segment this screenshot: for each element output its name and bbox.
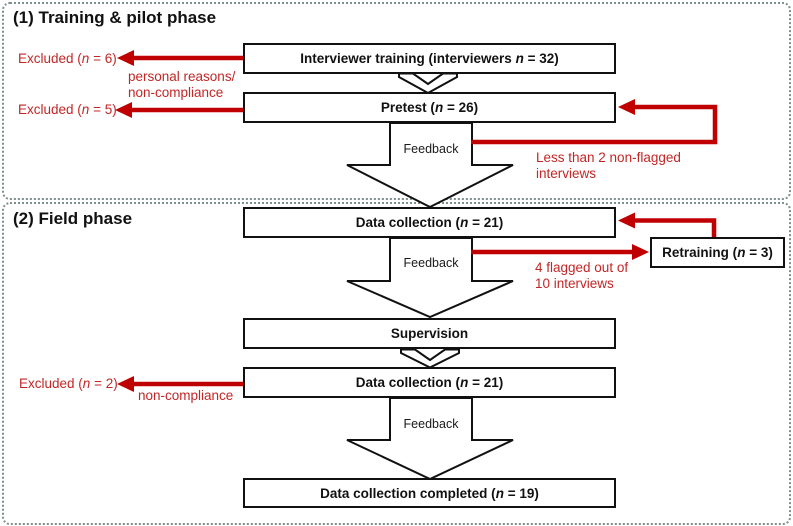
n-symbol: n <box>515 51 524 66</box>
excluded-text: = 6) <box>89 51 117 66</box>
label-feedback-2: Feedback <box>403 256 459 270</box>
box-pretest: Pretest (n = 26) <box>243 92 616 123</box>
phase-2-title: (2) Field phase <box>13 209 133 228</box>
box-label: Interviewer training (interviewers <box>300 51 516 66</box>
excluded-2-arrowhead-icon <box>117 376 134 392</box>
label-exclusion-reason-2: non-compliance <box>138 388 234 403</box>
box-label: Supervision <box>390 326 469 341</box>
box-label: Data collection ( <box>355 215 461 230</box>
feedback-block-arrow-2-icon <box>346 237 514 319</box>
feedback-block-arrow-1-icon <box>346 122 514 209</box>
n-symbol: n <box>434 100 444 115</box>
label-exclusion-reason-1: personal reasons/non-compliance <box>128 69 235 101</box>
box-label: Data collection ( <box>355 375 461 390</box>
excluded-text: Excluded ( <box>18 102 82 117</box>
reason-line-2: non-compliance <box>128 85 224 100</box>
down-arrow-small-2-icon <box>400 348 460 369</box>
box-data-collection-completed: Data collection completed (n = 19) <box>243 478 616 508</box>
training-pilot-phase-panel <box>2 2 791 200</box>
phase-1-title: (1) Training & pilot phase <box>13 8 217 27</box>
box-label: = 21) <box>468 215 504 230</box>
n-symbol: n <box>81 51 90 66</box>
flag-note-line-1: 4 flagged out of <box>535 260 629 275</box>
n-symbol: n <box>82 376 91 391</box>
retraining-return-arrowhead-icon <box>618 212 635 229</box>
box-label: = 3) <box>745 245 773 260</box>
pretest-loop-arrow-line <box>471 104 718 145</box>
pretest-loop-arrowhead-icon <box>618 99 635 115</box>
reason-line-1: personal reasons/ <box>128 69 236 84</box>
flag-note-line-2: 10 interviews <box>535 276 614 291</box>
label-excluded-2: Excluded (n = 2) <box>19 376 118 392</box>
box-label: = 26) <box>443 100 479 115</box>
box-data-collection-2: Data collection (n = 21) <box>243 367 616 398</box>
n-symbol: n <box>737 245 746 260</box>
box-label: = 32) <box>523 51 559 66</box>
label-excluded-5: Excluded (n = 5) <box>18 102 117 118</box>
box-data-collection-1: Data collection (n = 21) <box>243 207 616 238</box>
box-label: = 21) <box>468 375 504 390</box>
box-label: Pretest ( <box>380 100 435 115</box>
label-feedback-1: Feedback <box>403 142 459 156</box>
field-phase-panel <box>2 202 791 525</box>
box-label: Data collection completed ( <box>320 485 496 501</box>
label-excluded-6: Excluded (n = 6) <box>18 51 117 67</box>
box-retraining: Retraining (n = 3) <box>650 237 785 268</box>
n-symbol: n <box>495 485 504 501</box>
excluded-6-arrowhead-icon <box>117 50 134 66</box>
n-symbol: n <box>81 102 90 117</box>
box-label: Retraining ( <box>662 245 738 260</box>
loop-note-line-1: Less than 2 non-flagged <box>536 150 681 165</box>
excluded-text: = 5) <box>89 102 117 117</box>
excluded-5-arrowhead-icon <box>115 102 132 118</box>
label-feedback-3: Feedback <box>403 417 459 431</box>
excluded-text: Excluded ( <box>19 376 83 391</box>
retraining-return-arrow-line <box>633 218 717 237</box>
box-supervision: Supervision <box>243 318 616 349</box>
excluded-text: Excluded ( <box>18 51 82 66</box>
to-retraining-arrowhead-icon <box>632 244 649 260</box>
n-symbol: n <box>460 215 469 230</box>
excluded-text: = 2) <box>90 376 118 391</box>
feedback-block-arrow-3-icon <box>346 397 514 481</box>
down-arrow-small-1-icon <box>398 72 458 95</box>
n-symbol: n <box>460 375 469 390</box>
loop-note-line-2: interviews <box>536 166 597 181</box>
box-label: = 19) <box>503 485 539 501</box>
box-interviewer-training: Interviewer training (interviewers n = 3… <box>243 43 616 74</box>
